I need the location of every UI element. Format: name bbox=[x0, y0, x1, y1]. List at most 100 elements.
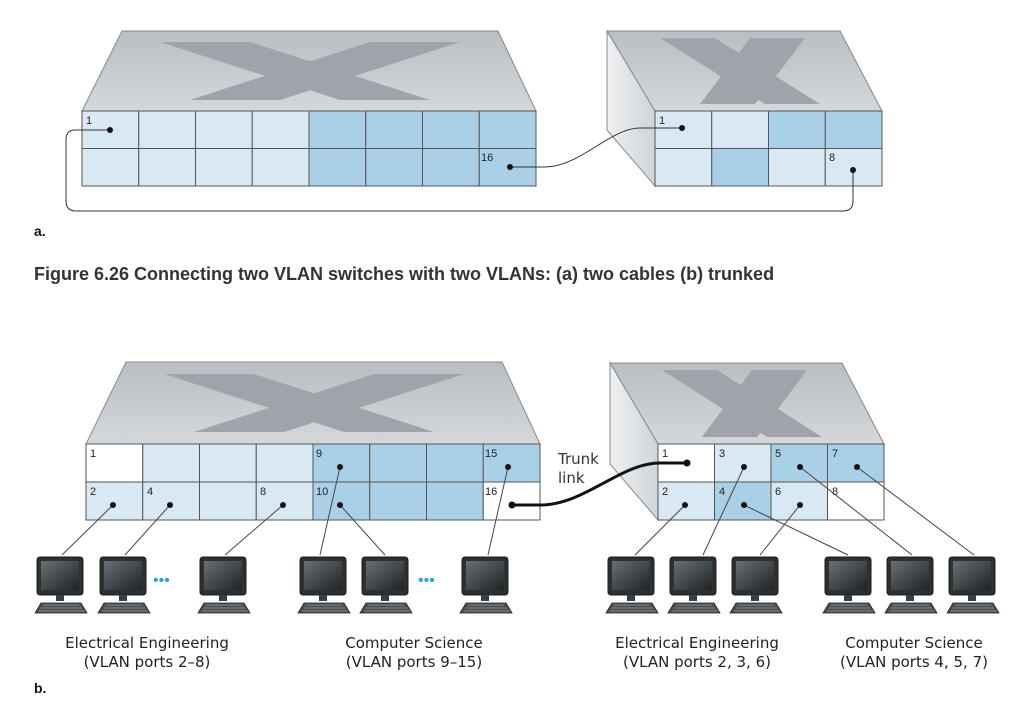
part-a: 1 16 1 8 a. bbox=[34, 29, 883, 239]
port-label: 16 bbox=[481, 152, 493, 164]
switch-port bbox=[251, 148, 310, 187]
computer-icon bbox=[197, 556, 251, 614]
switch-port bbox=[827, 481, 885, 521]
switch-x-logo bbox=[660, 38, 820, 104]
part-b-label: b. bbox=[34, 680, 46, 696]
port-label: 4 bbox=[719, 486, 725, 498]
switch-port bbox=[482, 481, 541, 521]
switch-port bbox=[142, 443, 200, 483]
group-labels: Electrical Engineering (VLAN ports 2–8) … bbox=[65, 634, 988, 671]
switch-port bbox=[195, 148, 253, 187]
switch-port bbox=[768, 110, 826, 149]
switch-port bbox=[478, 110, 537, 149]
group-name: Computer Science bbox=[845, 634, 982, 652]
computer-icon bbox=[359, 556, 413, 614]
switch-port bbox=[369, 481, 427, 521]
port-label: 1 bbox=[662, 448, 668, 460]
switch-port bbox=[255, 443, 314, 483]
port-label: 9 bbox=[316, 448, 322, 460]
switch-port bbox=[422, 110, 480, 149]
switch-port bbox=[426, 481, 484, 521]
computer-icon bbox=[822, 556, 876, 614]
switch-port bbox=[654, 148, 713, 187]
port-label: 3 bbox=[719, 448, 725, 460]
switch-port bbox=[365, 110, 423, 149]
ellipsis-icon: ••• bbox=[418, 572, 435, 589]
switch-port bbox=[768, 148, 826, 187]
port-label: 8 bbox=[832, 486, 838, 498]
switch-port bbox=[199, 443, 257, 483]
switch-port bbox=[711, 148, 769, 187]
switch-port bbox=[251, 110, 310, 149]
computer-icon bbox=[34, 556, 88, 614]
hosts bbox=[34, 556, 1000, 614]
group-name: Computer Science bbox=[345, 634, 482, 652]
port-label: 15 bbox=[485, 448, 497, 460]
switch-port bbox=[770, 443, 828, 483]
trunk-label-line1: Trunk bbox=[557, 450, 599, 468]
switch-port bbox=[770, 481, 828, 521]
switch-port bbox=[657, 481, 715, 521]
cable-vlan-ee bbox=[65, 129, 854, 212]
port-label: 4 bbox=[147, 486, 153, 498]
computer-icon bbox=[946, 556, 1000, 614]
port-label: 5 bbox=[775, 448, 781, 460]
port-grid-b-right bbox=[657, 443, 885, 521]
switch-port bbox=[138, 148, 196, 187]
switch-port bbox=[369, 443, 427, 483]
trunk-label-line2: link bbox=[558, 469, 585, 487]
switch-port bbox=[711, 110, 769, 149]
switch-port bbox=[365, 148, 423, 187]
switch-x-logo bbox=[662, 370, 822, 437]
cables-a bbox=[65, 127, 854, 212]
switch-port bbox=[255, 481, 314, 521]
computer-icon bbox=[667, 556, 721, 614]
port-grid-a-left bbox=[81, 110, 537, 187]
trunk-link-cable bbox=[512, 461, 687, 507]
port-label: 10 bbox=[316, 486, 328, 498]
port-label: 7 bbox=[832, 448, 838, 460]
switch-x-logo bbox=[164, 374, 464, 432]
group-ports: (VLAN ports 4, 5, 7) bbox=[840, 653, 988, 671]
switch-port bbox=[824, 110, 883, 149]
computer-icon bbox=[884, 556, 938, 614]
switch-port bbox=[422, 148, 480, 187]
switch-port bbox=[827, 443, 885, 483]
port-label: 2 bbox=[662, 486, 668, 498]
switch-port bbox=[199, 481, 257, 521]
switch-port bbox=[81, 148, 140, 187]
switch-port bbox=[195, 110, 253, 149]
group-ports: (VLAN ports 2–8) bbox=[84, 653, 211, 671]
switch-port bbox=[482, 443, 541, 483]
computer-icon bbox=[97, 556, 151, 614]
part-b: 1 2 4 8 9 10 15 16 1 2 3 4 5 6 7 8 Trunk… bbox=[34, 361, 1000, 696]
computer-icon bbox=[729, 556, 783, 614]
switch-port bbox=[138, 110, 196, 149]
computer-icon bbox=[459, 556, 513, 614]
port-label: 16 bbox=[485, 486, 497, 498]
port-label: 8 bbox=[260, 486, 266, 498]
group-name: Electrical Engineering bbox=[65, 634, 229, 652]
computer-icon bbox=[605, 556, 659, 614]
switch-port bbox=[142, 481, 200, 521]
port-grid-a-right bbox=[654, 110, 883, 187]
port-dots-a bbox=[107, 125, 856, 173]
port-label: 1 bbox=[659, 115, 665, 127]
switch-port bbox=[308, 148, 367, 187]
host-cables bbox=[61, 466, 975, 556]
switch-port bbox=[426, 443, 484, 483]
switch-port bbox=[308, 110, 367, 149]
switch-x-logo bbox=[160, 42, 460, 100]
figure-caption: Figure 6.26 Connecting two VLAN switches… bbox=[34, 264, 774, 284]
port-label: 8 bbox=[829, 152, 835, 164]
ellipsis-icon: ••• bbox=[153, 572, 170, 589]
computer-icon bbox=[297, 556, 351, 614]
cable-vlan-cs bbox=[510, 127, 682, 168]
port-grid-b-left bbox=[85, 443, 541, 521]
group-ports: (VLAN ports 2, 3, 6) bbox=[623, 653, 771, 671]
group-ports: (VLAN ports 9–15) bbox=[346, 653, 482, 671]
switch-port bbox=[85, 481, 144, 521]
group-name: Electrical Engineering bbox=[615, 634, 779, 652]
port-label: 6 bbox=[775, 486, 781, 498]
